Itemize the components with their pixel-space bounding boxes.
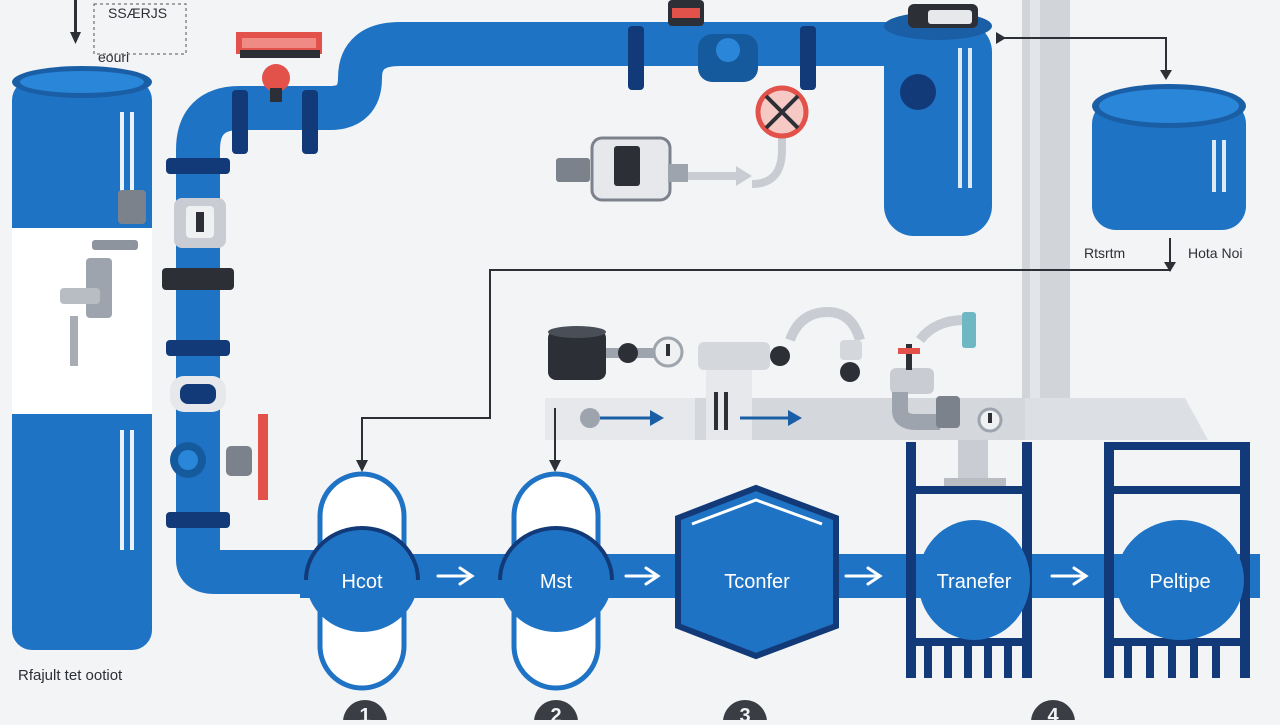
- stage-5-frame: [1104, 442, 1250, 678]
- top-left-note: SSÆRJS eouri: [70, 0, 187, 65]
- stage-4-tranefer: [918, 520, 1030, 640]
- step-number-1: 1: [359, 705, 370, 720]
- right-arrow-icon: [436, 566, 1089, 586]
- no-entry-icon: [755, 85, 809, 139]
- stage-label-5: Peltipe: [1149, 571, 1210, 593]
- stage-1-hcot: [304, 471, 420, 691]
- elbow-valve: [890, 344, 1003, 433]
- stage-label-4: Tranefer: [937, 571, 1012, 593]
- stage-label-1: Hcot: [341, 571, 383, 593]
- upper-right-tank: [1092, 84, 1246, 230]
- red-header-valve: [236, 32, 322, 102]
- stage-label-3: Tconfer: [724, 571, 790, 593]
- manifold-flow: [580, 408, 802, 428]
- step-number-2: 2: [550, 705, 561, 720]
- right-tank-caption-b: Hota Noi: [1188, 245, 1242, 261]
- main-blue-pipe: [162, 0, 900, 594]
- pump-icon: [548, 326, 658, 380]
- top-left-note-text: SSÆRJS: [108, 5, 167, 21]
- stage-3-tconfer: [675, 484, 839, 660]
- stage-label-2: Mst: [540, 571, 573, 593]
- step-number-3: 3: [739, 705, 750, 720]
- step-number-4: 4: [1047, 705, 1059, 720]
- stage-5-peltipe: [1116, 520, 1244, 640]
- top-left-note-subtext: eouri: [98, 49, 129, 65]
- stage-2-mst: [498, 471, 614, 691]
- signal-arrowheads: [356, 32, 1176, 472]
- filter-housing: [698, 340, 862, 440]
- left-storage-tank: [12, 66, 152, 650]
- flow-meter-icon: [556, 132, 786, 202]
- upper-middle-tank: [884, 4, 992, 236]
- right-tank-caption-a: Rtsrtm: [1084, 245, 1125, 261]
- left-tank-caption: Rfajult tet ootiot: [18, 667, 123, 684]
- pressure-gauge-icon: [652, 336, 684, 368]
- stage-4-frame: [906, 442, 1032, 678]
- step-badges: [343, 700, 1075, 725]
